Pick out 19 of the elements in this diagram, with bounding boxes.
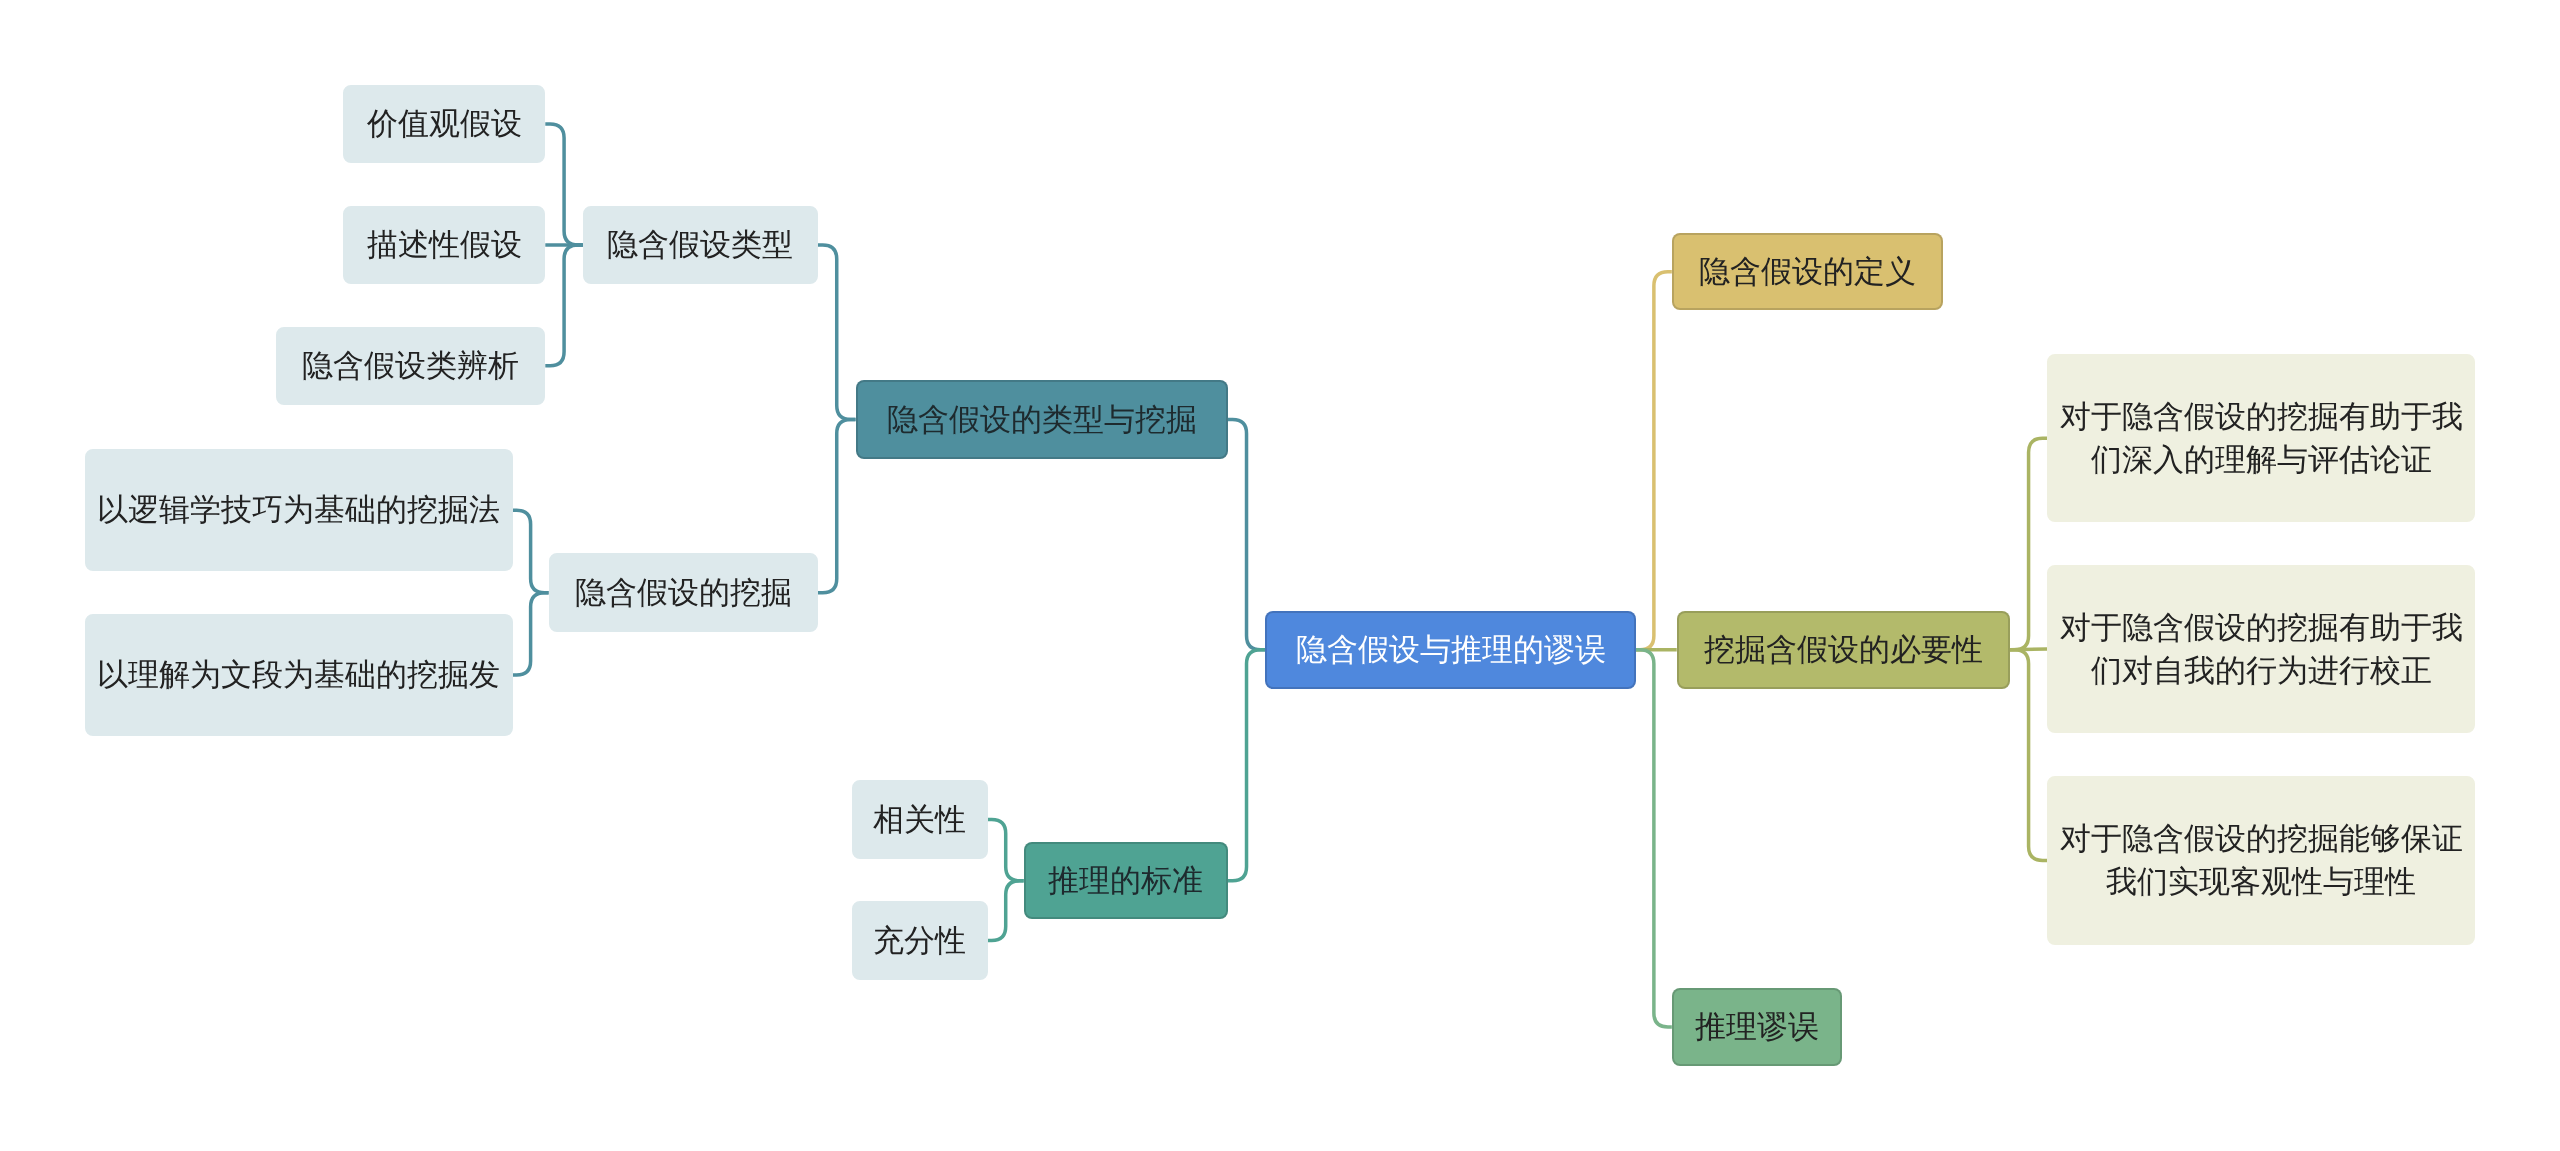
connector-line [2009, 648, 2048, 863]
subtopic-box: 描述性假设 [342, 205, 546, 285]
subtopic-box: 以逻辑学技巧为基础的挖掘法 [84, 448, 513, 572]
subtopic-box: 对于隐含假设的挖掘有助于我们对自我的行为进行校正 [2047, 564, 2476, 734]
topic-box: 推理的标准 [1023, 842, 1228, 920]
central-topic-box: 隐含假设与推理的谬误 [1265, 610, 1636, 689]
topic-box: 挖掘含假设的必要性 [1676, 610, 2010, 689]
subtopic-box: 价值观假设 [342, 84, 546, 164]
subtopic-box: 对于隐含假设的挖掘有助于我们深入的理解与评估论证 [2047, 354, 2476, 523]
subtopic-box: 相关性 [852, 780, 988, 859]
subtopic-box: 充分性 [852, 901, 988, 980]
topic-box: 推理谬误 [1671, 987, 1842, 1067]
subtopic-box: 隐含假设的挖掘 [548, 553, 818, 632]
subtopic-box: 对于隐含假设的挖掘能够保证我们实现客观性与理性 [2047, 775, 2476, 946]
subtopic-box: 以理解为文段为基础的挖掘发 [84, 613, 513, 737]
topic-box: 隐含假设的定义 [1671, 233, 1943, 311]
topic-box: 隐含假设的类型与挖掘 [855, 380, 1228, 459]
subtopic-box: 隐含假设类辨析 [275, 326, 546, 405]
subtopic-box: 隐含假设类型 [582, 205, 818, 285]
